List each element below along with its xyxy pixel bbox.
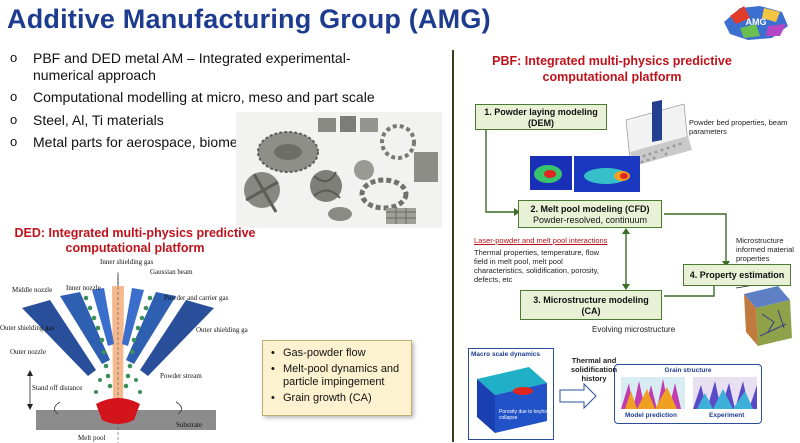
model-prediction-label: Model prediction — [625, 412, 677, 419]
thermal-history-arrow — [559, 382, 597, 410]
powder-bed-render — [625, 100, 692, 166]
macro-render — [477, 367, 547, 433]
label-outer-nozzle: Outer nozzle — [10, 348, 46, 356]
label-stand-off: Stand off distance — [32, 384, 82, 392]
label-gaussian-beam: Gaussian beam — [150, 268, 193, 276]
ded-feature-item: •Gas-powder flow — [271, 347, 366, 359]
pbf-section-title: PBF: Integrated multi-physics predictive… — [492, 54, 732, 84]
arrow-cfd-to-property — [664, 213, 727, 264]
label-outer-shielding-gas-right: Outer shielding gas — [196, 326, 248, 334]
label-powder-stream: Powder stream — [160, 372, 202, 380]
outer-nozzle-right — [140, 300, 214, 376]
label-substrate: Substrate — [176, 421, 202, 429]
ded-section-title: DED: Integrated multi-physics predictive… — [14, 226, 256, 255]
inner-nozzle-right — [122, 288, 144, 346]
svg-text:Powder stream: Powder stream — [160, 372, 202, 380]
inner-nozzle-left — [92, 288, 114, 346]
outer-nozzle-left — [22, 300, 96, 376]
label-inner-shielding-gas: Inner shielding gas — [100, 258, 154, 266]
label-powder-carrier-gas: Powder and carrier gas — [164, 294, 229, 302]
svg-text:Substrate: Substrate — [176, 421, 202, 429]
ded-features-box: •Gas-powder flow •Melt-pool dynamics and… — [262, 340, 412, 416]
experiment-label: Experiment — [709, 412, 745, 419]
middle-nozzle-left — [60, 292, 110, 364]
grain-title: Grain structure — [664, 367, 712, 374]
amg-logo: AMG — [724, 6, 788, 40]
microstructure-modeling-box: 3. Microstructure modeling(CA) — [520, 290, 662, 320]
logo-text: AMG — [746, 17, 767, 27]
middle-nozzle-right — [126, 292, 176, 364]
svg-text:Stand off distance: Stand off distance — [32, 384, 82, 392]
svg-text:Outer shielding gas: Outer shielding gas — [196, 326, 248, 334]
label-inner-nozzle: Inner nozzle — [66, 284, 101, 292]
section-divider — [452, 50, 454, 442]
svg-text:Outer nozzle: Outer nozzle — [10, 348, 46, 356]
macro-title: Macro scale dynamics — [471, 351, 541, 358]
arrow-dem-to-cfd — [485, 130, 516, 213]
svg-text:Inner shielding gas: Inner shielding gas — [100, 258, 154, 266]
page-title: Additive Manufacturing Group (AMG) — [7, 4, 491, 34]
label-middle-nozzle: Middle nozzle — [12, 286, 52, 294]
svg-text:Inner nozzle: Inner nozzle — [66, 284, 101, 292]
microstructure-properties-label: Microstructure informed material propert… — [736, 236, 794, 263]
svg-text:Powder and carrier gas: Powder and carrier gas — [164, 294, 229, 302]
property-estimation-box: 4. Property estimation — [683, 264, 791, 286]
svg-text:Outer shielding gas: Outer shielding gas — [0, 324, 55, 332]
ded-feature-item: •Melt-pool dynamics and particle impinge… — [271, 363, 400, 388]
ded-feature-item: •Grain growth (CA) — [271, 392, 372, 404]
interaction-text: Thermal properties, temperature, flow fi… — [474, 248, 600, 284]
label-outer-shielding-gas-left: Outer shielding gas — [0, 324, 55, 332]
pbf-flow-diagram — [485, 100, 792, 410]
thermal-history-label: Thermal and solidification history — [570, 356, 618, 383]
grain-structure-panel: Grain structure Model prediction Experim… — [614, 364, 762, 424]
melt-pool-modeling-box: 2. Melt pool modeling (CFD)Powder-resolv… — [518, 200, 662, 228]
evolving-microstructure-label: Evolving microstructure — [592, 325, 676, 334]
powder-stream-dots — [83, 295, 153, 394]
svg-text:Melt pool: Melt pool — [78, 434, 105, 442]
metal-parts-photo — [236, 112, 442, 228]
melt-pool-shape — [96, 398, 140, 424]
svg-text:Gaussian beam: Gaussian beam — [150, 268, 193, 276]
interaction-title: Laser-powder and melt pool interactions — [474, 236, 608, 245]
property-cube-render — [744, 286, 792, 346]
ded-nozzle-diagram: Middle nozzle Inner nozzle Inner shieldi… — [0, 258, 248, 443]
powder-laying-box: 1. Powder laying modeling(DEM) — [475, 104, 607, 130]
grain-render — [621, 377, 757, 409]
powder-bed-label: Powder bed properties, beam parameters — [689, 118, 788, 136]
macro-scale-panel: Macro scale dynamics Porosity due to key… — [468, 348, 554, 440]
label-melt-pool: Melt pool — [78, 434, 105, 442]
macro-note: Porosity due to keyhole collapse — [499, 409, 551, 421]
